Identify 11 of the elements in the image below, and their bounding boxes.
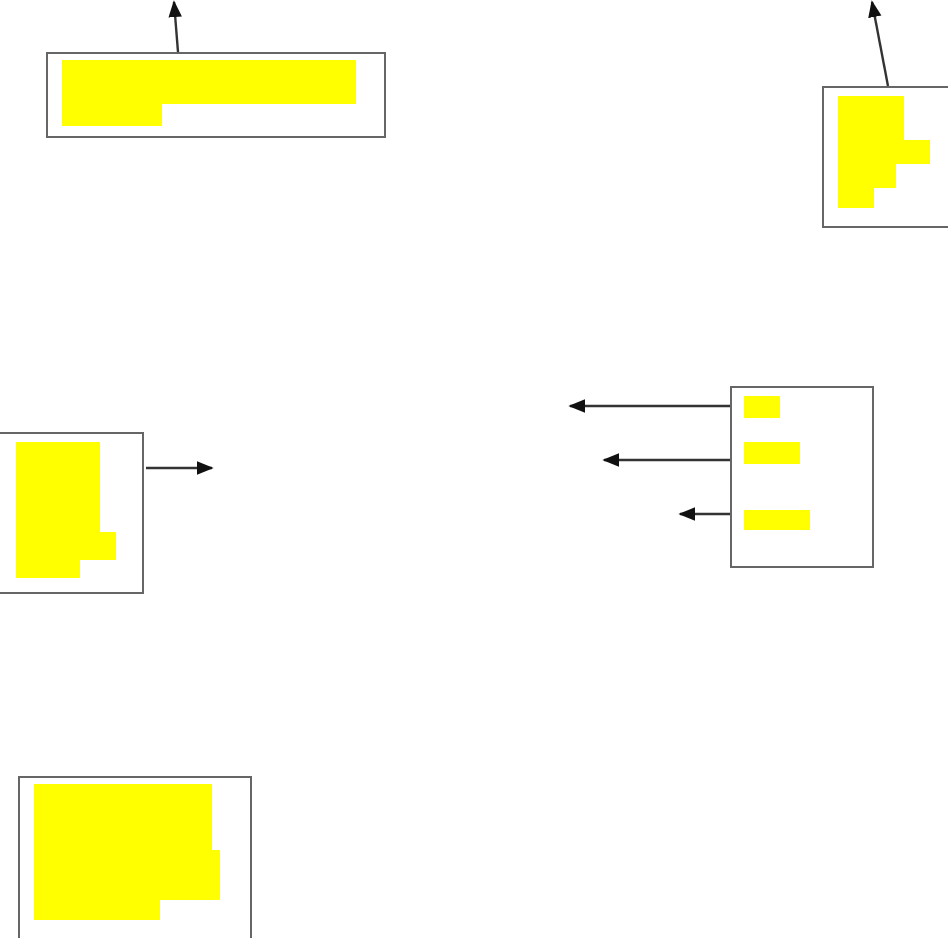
arrow xyxy=(602,453,730,467)
arrow xyxy=(168,0,182,53)
process-box xyxy=(46,52,386,138)
arrow xyxy=(868,0,890,87)
arrow xyxy=(678,507,730,521)
arrow xyxy=(568,399,730,413)
process-box xyxy=(730,386,874,568)
arrow xyxy=(146,461,214,475)
process-box xyxy=(18,776,252,938)
process-box xyxy=(0,432,144,594)
process-box xyxy=(822,86,948,228)
